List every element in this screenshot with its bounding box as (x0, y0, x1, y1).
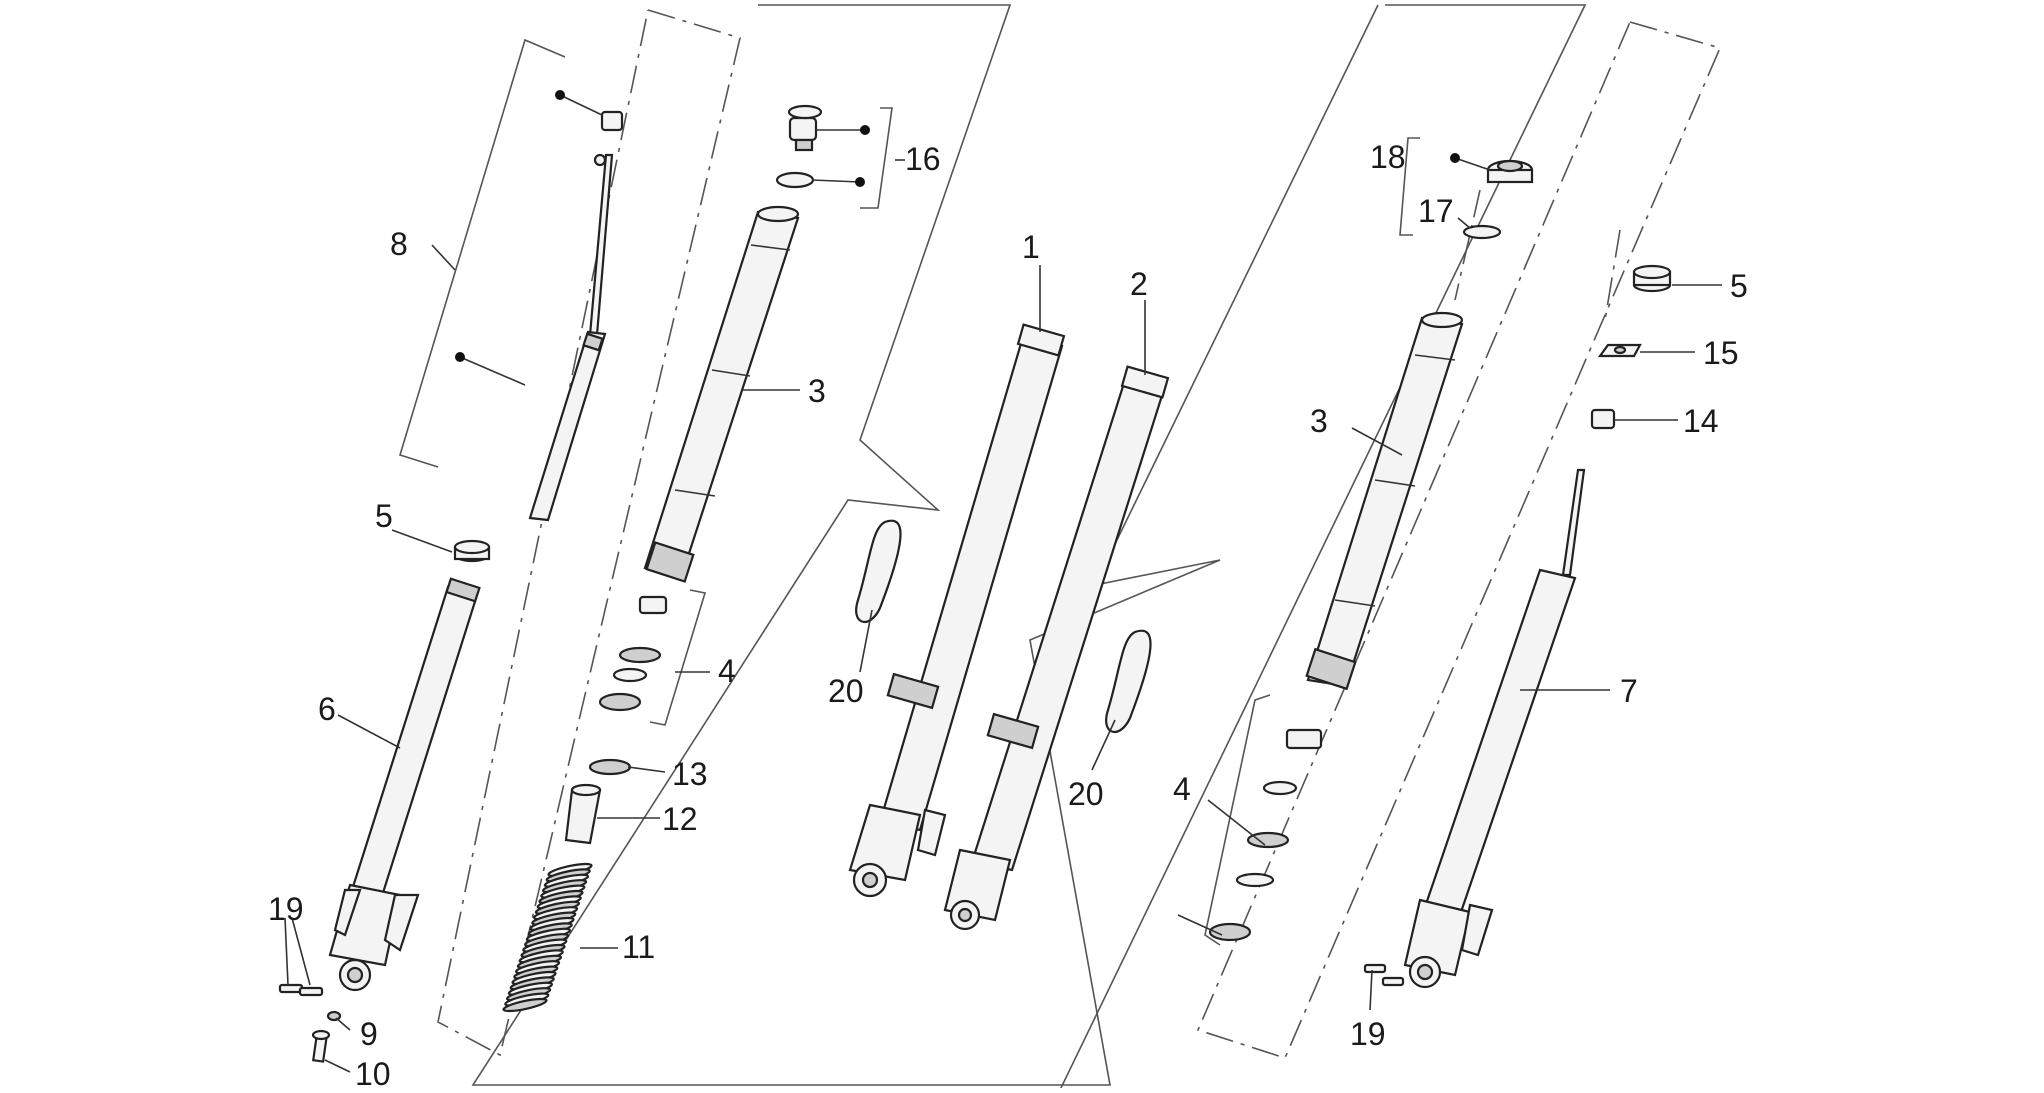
seal-kit-4-right (1208, 728, 1323, 942)
callout-5-left: 5 (375, 498, 393, 534)
upper-center-axis (1454, 189, 1481, 301)
dust-seal-20a (855, 519, 902, 624)
center-dash-axis (1604, 229, 1621, 321)
spring-coil (502, 997, 548, 1013)
spring-11 (502, 862, 593, 1013)
callout-20-b: 20 (1068, 776, 1104, 812)
callout-19-left: 19 (268, 891, 304, 927)
o-ring-16 (775, 171, 815, 189)
callout-8: 8 (390, 226, 408, 262)
fork-cap-18 (1486, 159, 1534, 184)
callout-9: 9 (360, 1016, 378, 1052)
group-frame-4-right (1204, 694, 1271, 946)
right-dash-boundary (1196, 21, 1722, 1059)
callout-7: 7 (1620, 673, 1638, 709)
fork-cap-16 (787, 104, 823, 152)
screws-19-right (1363, 963, 1405, 987)
callout-4-left: 4 (718, 653, 736, 689)
seal-kit-4-left (598, 595, 668, 712)
callout-19-right: 19 (1350, 1016, 1386, 1052)
nut-top-left (600, 110, 624, 132)
callout-12: 12 (662, 801, 698, 837)
fork-assembly-2 (943, 365, 1170, 931)
fork-assembly-1 (848, 323, 1066, 898)
callout-6: 6 (318, 691, 336, 727)
inner-tube-3-right (1305, 311, 1464, 691)
center-panel-frame (471, 4, 1379, 1086)
fork-tube-6 (328, 577, 481, 992)
callout-16: 16 (905, 141, 941, 177)
callout-2: 2 (1130, 266, 1148, 302)
callout-13: 13 (672, 756, 708, 792)
callout-18: 18 (1370, 139, 1406, 175)
callout-17: 17 (1418, 193, 1454, 229)
callout-3-left: 3 (808, 373, 826, 409)
fork-tube-7 (1403, 468, 1586, 989)
group-frame-18 (1399, 137, 1420, 236)
callout-1: 1 (1022, 229, 1040, 265)
inner-tube-3-left (643, 205, 800, 583)
bushing-5-left (453, 539, 491, 563)
leader-lines (284, 94, 1722, 1073)
callout-3-right: 3 (1310, 403, 1328, 439)
washer-15 (1597, 343, 1642, 358)
spring-seat-13 (588, 758, 632, 776)
spacer-12 (564, 783, 602, 845)
group-frame-16 (860, 107, 893, 209)
dust-seal-20b (1105, 629, 1152, 734)
fork-cartridge-8 (528, 153, 614, 522)
nut-14 (1590, 408, 1616, 430)
group-frame-8 (399, 38, 566, 468)
callout-14: 14 (1683, 403, 1719, 439)
callout-5-right: 5 (1730, 268, 1748, 304)
callout-15: 15 (1703, 335, 1739, 371)
callout-11: 11 (622, 929, 655, 965)
o-ring-17 (1462, 224, 1502, 240)
callout-labels: 8 5 6 19 9 10 16 3 4 13 12 11 1 2 20 20 … (268, 139, 1748, 1092)
group-frame-4-left (649, 589, 707, 726)
callout-10: 10 (355, 1056, 391, 1088)
callout-20-a: 20 (828, 673, 864, 709)
washer-9 (326, 1010, 342, 1022)
bolt-10 (311, 1029, 331, 1063)
callout-dots (455, 90, 1460, 362)
callout-4-right: 4 (1173, 771, 1191, 807)
bushing-5-right (1632, 264, 1672, 293)
screws-19-left (278, 983, 324, 997)
left-dash-boundary (437, 9, 741, 1057)
